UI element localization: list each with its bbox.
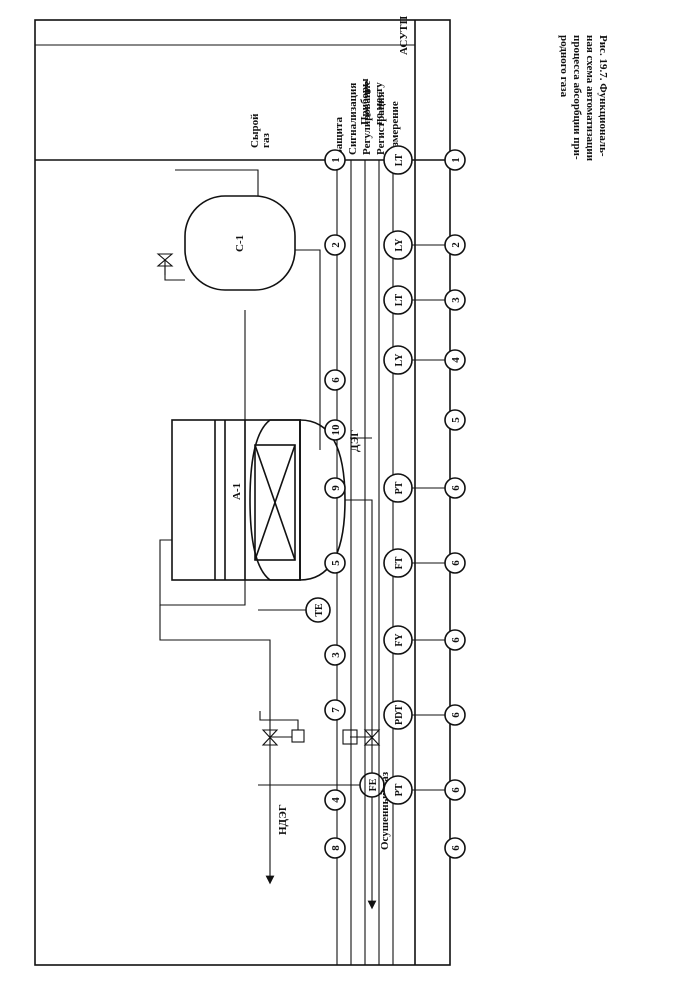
- te-label: TE: [314, 603, 325, 617]
- lower-bubble: 4: [444, 349, 466, 371]
- lower-bubble-number: 6: [450, 485, 462, 491]
- instrument-bubble: LY: [383, 230, 445, 260]
- upper-bubble: 2: [324, 234, 346, 256]
- deg-label: ДЭГ: [349, 430, 361, 452]
- row-label-signalling: Сигнализация: [347, 83, 359, 155]
- upper-bubble-number: 3: [330, 652, 342, 658]
- upper-bubble: 1: [324, 149, 346, 171]
- lower-bubble-number: 5: [450, 417, 462, 423]
- upper-bubble-number: 8: [330, 845, 342, 851]
- lower-bubble-number: 2: [450, 242, 462, 248]
- instrument-bubble: LY: [383, 345, 445, 375]
- instrument-label: LT: [394, 293, 405, 306]
- raw-gas-label-2: газ: [260, 133, 272, 148]
- lower-bubble: 6: [444, 779, 466, 801]
- lower-bubble-number: 4: [450, 357, 462, 363]
- upper-bubble: 7: [324, 699, 346, 721]
- field-instrument-te: TE: [258, 597, 331, 623]
- instrument-bubble: FT: [383, 548, 445, 578]
- lower-bubble: 1: [444, 149, 466, 171]
- instrument-bubble: FY: [383, 625, 445, 655]
- ndeg-label: НДЭГ: [277, 804, 289, 835]
- lower-bubble-number: 3: [450, 297, 462, 303]
- instrument-bubble: PDT: [383, 700, 445, 730]
- process-section: А-1 С-1: [156, 113, 391, 910]
- control-header: АСУТП: [398, 15, 410, 55]
- raw-gas-label-1: Сырой: [249, 113, 261, 148]
- table-row-labels: Измерение Регистрация Регулирование Сигн…: [333, 80, 401, 155]
- caption-line-3: процесса абсорбции при-: [571, 35, 583, 160]
- upper-bubble-number: 5: [330, 560, 342, 566]
- lower-bubble-number: 6: [450, 845, 462, 851]
- instrument-bubble: LT: [383, 145, 445, 175]
- caption-line-1: Рис. 19.7. Функциональ-: [597, 35, 609, 157]
- instrument-bubble: PT: [383, 775, 445, 805]
- caption-line-4: родного газа: [558, 35, 570, 98]
- upper-bubble-number: 9: [330, 485, 342, 491]
- lower-bubble-number: 6: [450, 787, 462, 793]
- row-label-regulation: Регулирование: [361, 80, 373, 155]
- instrument-bubble: LT: [383, 285, 445, 315]
- upper-bubble: 4: [324, 789, 346, 811]
- instrument-label: LY: [394, 238, 405, 252]
- instrument-label: FT: [394, 556, 405, 569]
- field-instrument-fe: FE: [258, 772, 385, 798]
- instrument-label: LT: [394, 153, 405, 166]
- upper-bubble-number: 4: [330, 797, 342, 803]
- instrument-label: PDT: [394, 705, 405, 725]
- lower-bubble: 6: [444, 477, 466, 499]
- upper-bubble-number: 1: [330, 157, 342, 163]
- separator-label: С-1: [234, 235, 246, 252]
- lower-bubble: 6: [444, 704, 466, 726]
- process-lines: [156, 169, 381, 910]
- upper-bubble-number: 10: [330, 424, 342, 436]
- instrument-label: FY: [394, 633, 405, 647]
- lower-bubble-number: 1: [450, 157, 462, 163]
- upper-bubble: 6: [324, 369, 346, 391]
- upper-bubble-number: 2: [330, 242, 342, 248]
- row-label-measurement: Измерение: [389, 101, 401, 155]
- fe-label: FE: [368, 778, 379, 791]
- separator-c1: С-1: [184, 195, 296, 291]
- row-label-protection: Защита: [333, 117, 345, 155]
- lower-bubble: 6: [444, 837, 466, 859]
- field-header-2: по месту: [373, 82, 385, 125]
- lower-bubble-number: 6: [450, 712, 462, 718]
- upper-bubble-number: 6: [330, 377, 342, 383]
- lower-bubble: 6: [444, 629, 466, 651]
- lower-bubble: 3: [444, 289, 466, 311]
- instrument-bubble: PT: [383, 473, 445, 503]
- figure-caption: Рис. 19.7. Функциональ- ная схема автома…: [558, 35, 609, 162]
- field-header-1: Приборы: [359, 78, 371, 125]
- lower-bubble: 6: [444, 552, 466, 574]
- upper-bubble-number: 7: [330, 707, 342, 713]
- upper-bubble: 9: [324, 477, 346, 499]
- lower-bubbles-group: 1 2 3 4 5 6 6 6 6 6 6: [444, 149, 466, 859]
- lower-bubble-number: 6: [450, 637, 462, 643]
- upper-bubble: 8: [324, 837, 346, 859]
- caption-line-2: ная схема автоматизации: [584, 35, 596, 162]
- lower-bubble-number: 6: [450, 560, 462, 566]
- upper-bubble: 3: [324, 644, 346, 666]
- row-label-registration: Регистрация: [375, 91, 387, 155]
- lower-bubble: 2: [444, 234, 466, 256]
- instrument-label: PT: [394, 783, 405, 796]
- upper-bubble: 10: [324, 419, 346, 441]
- instrument-label: PT: [394, 481, 405, 494]
- lower-bubble: 5: [444, 409, 466, 431]
- instruments-group: LT LY LT LY PT FT FY PDT PT: [383, 145, 445, 805]
- instrument-label: LY: [394, 353, 405, 367]
- upper-bubble: 5: [324, 552, 346, 574]
- upper-bubbles-group: 1 2 6 10 9 5 3 7 4 8: [324, 149, 346, 859]
- absorber-label: А-1: [231, 483, 243, 500]
- absorber-a1: А-1: [171, 419, 346, 581]
